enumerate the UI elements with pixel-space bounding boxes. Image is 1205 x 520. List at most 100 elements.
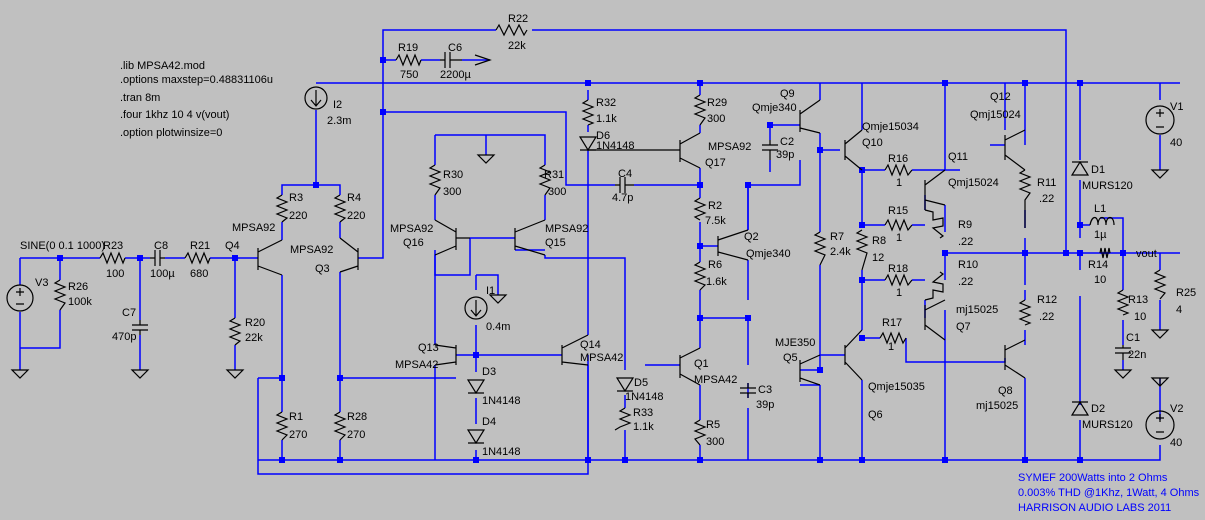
svg-text:300: 300 <box>707 113 725 125</box>
svg-text:470p: 470p <box>112 331 136 343</box>
voltage-source-v3 <box>6 284 34 312</box>
svg-text:R2: R2 <box>708 200 722 212</box>
svg-text:.22: .22 <box>958 236 973 248</box>
capacitor-c1 <box>1115 345 1131 360</box>
svg-text:Q7: Q7 <box>956 321 971 333</box>
directive-tran: .tran 8m <box>120 92 160 104</box>
svg-text:300: 300 <box>548 186 566 198</box>
resistor-r26 <box>53 279 67 311</box>
svg-text:12: 12 <box>872 252 884 264</box>
voltage-source-v1 <box>1145 105 1175 135</box>
svg-text:D2: D2 <box>1091 403 1105 415</box>
capacitor-c2 <box>762 140 778 160</box>
resistor-r31 <box>538 164 552 196</box>
current-source-i2 <box>304 86 328 110</box>
svg-text:22k: 22k <box>245 332 263 344</box>
svg-text:R16: R16 <box>888 153 908 165</box>
resistor-r11 <box>1018 169 1032 228</box>
svg-text:Q15: Q15 <box>545 237 566 249</box>
current-source-i1 <box>464 296 488 320</box>
svg-text:300: 300 <box>443 186 461 198</box>
svg-text:1N4148: 1N4148 <box>596 140 635 152</box>
svg-text:270: 270 <box>347 429 365 441</box>
svg-text:R26: R26 <box>68 281 88 293</box>
ground-icon <box>225 369 245 379</box>
svg-text:D6: D6 <box>596 130 610 142</box>
resistors <box>53 23 1167 446</box>
svg-text:2.4k: 2.4k <box>830 246 851 258</box>
svg-text:MPSA42: MPSA42 <box>580 352 623 364</box>
svg-text:C6: C6 <box>448 42 462 54</box>
svg-text:R17: R17 <box>882 317 902 329</box>
svg-text:I2: I2 <box>333 99 342 111</box>
svg-text:750: 750 <box>400 69 418 81</box>
net-label-vout: vout <box>1136 248 1157 260</box>
ground-icon <box>476 154 496 164</box>
svg-text:Q17: Q17 <box>705 157 726 169</box>
svg-text:1.1k: 1.1k <box>596 113 617 125</box>
note-author: HARRISON AUDIO LABS 2011 <box>1018 502 1171 514</box>
ground-icon <box>488 294 508 304</box>
svg-text:MPSA92: MPSA92 <box>708 141 751 153</box>
resistor-r17 <box>879 331 907 345</box>
diode-d5 <box>615 377 635 393</box>
svg-text:R21: R21 <box>190 240 210 252</box>
note-thd: 0.003% THD @1Khz, 1Watt, 4 Ohms <box>1018 487 1200 499</box>
svg-text:39p: 39p <box>756 399 774 411</box>
svg-text:220: 220 <box>289 210 307 222</box>
svg-text:R6: R6 <box>708 259 722 271</box>
diodes <box>466 136 1090 445</box>
ground-icon <box>10 369 30 379</box>
svg-text:1.6k: 1.6k <box>706 276 727 288</box>
svg-text:C4: C4 <box>618 168 632 180</box>
resistor-r18 <box>884 273 913 287</box>
svg-text:R7: R7 <box>830 231 844 243</box>
transistor-q6 <box>844 329 863 381</box>
svg-text:R25: R25 <box>1176 287 1196 299</box>
diode-d6 <box>578 136 598 152</box>
resistor-r19 <box>395 53 422 67</box>
resistor-r23 <box>99 251 126 265</box>
transistor-q10 <box>844 129 863 171</box>
svg-text:40: 40 <box>1170 437 1182 449</box>
svg-text:R23: R23 <box>103 240 123 252</box>
transistor-q15 <box>514 219 546 256</box>
transistor-q7 <box>924 299 946 341</box>
svg-text:R13: R13 <box>1128 294 1148 306</box>
svg-text:4.7p: 4.7p <box>612 192 633 204</box>
capacitor-c8 <box>150 250 165 266</box>
svg-text:1N4148: 1N4148 <box>482 446 521 458</box>
svg-text:D5: D5 <box>634 377 648 389</box>
resistor-r5 <box>693 419 707 446</box>
svg-text:C2: C2 <box>780 136 794 148</box>
svg-text:.22: .22 <box>958 276 973 288</box>
svg-text:I1: I1 <box>486 285 495 297</box>
diode-d4 <box>466 429 486 445</box>
svg-text:1N4148: 1N4148 <box>625 391 664 403</box>
svg-text:Q1: Q1 <box>694 358 709 370</box>
resistor-r20 <box>228 317 242 346</box>
schematic-notes: SYMEF 200Watts into 2 Ohms 0.003% THD @1… <box>1018 472 1200 514</box>
resistor-r13 <box>1116 289 1130 316</box>
svg-text:R3: R3 <box>289 192 303 204</box>
svg-text:V3: V3 <box>35 277 48 289</box>
svg-text:Qmje340: Qmje340 <box>752 102 797 114</box>
svg-text:MPSA92: MPSA92 <box>232 222 275 234</box>
svg-text:Q2: Q2 <box>744 231 759 243</box>
svg-text:.22: .22 <box>1039 193 1054 205</box>
svg-text:R8: R8 <box>872 235 886 247</box>
svg-text:R5: R5 <box>706 419 720 431</box>
svg-text:22n: 22n <box>1128 349 1146 361</box>
svg-text:2200µ: 2200µ <box>440 69 471 81</box>
svg-text:2.3m: 2.3m <box>327 115 351 127</box>
ground-icon <box>1150 169 1170 179</box>
svg-text:mj15025: mj15025 <box>976 400 1018 412</box>
svg-text:R19: R19 <box>398 42 418 54</box>
transistor-q2 <box>717 229 749 261</box>
svg-text:L1: L1 <box>1094 203 1106 215</box>
diode-d1 <box>1070 160 1090 176</box>
resistor-r9 <box>924 209 945 239</box>
resistor-r15 <box>884 218 913 232</box>
svg-text:.22: .22 <box>1039 311 1054 323</box>
